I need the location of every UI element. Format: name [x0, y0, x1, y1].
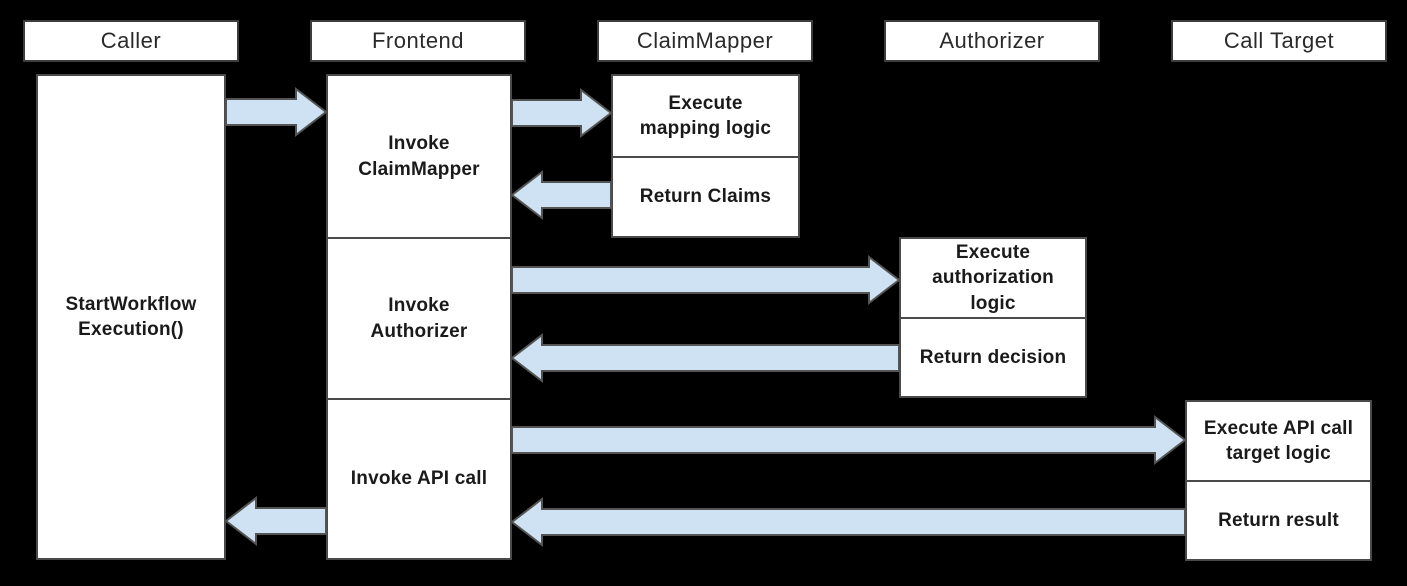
step-label-line: Execute: [668, 92, 743, 114]
step-label-line: authorization: [932, 267, 1054, 289]
activation-calltarget: Execute API call target logic Return res…: [1185, 400, 1372, 561]
step-startworkflowexecution: StartWorkflow Execution(): [38, 76, 224, 558]
step-label-line: Authorizer: [370, 320, 468, 342]
step-return-claims: Return Claims: [613, 156, 798, 236]
activation-authorizer: Execute authorization logic Return decis…: [899, 237, 1087, 398]
step-label-line: Return decision: [919, 346, 1067, 368]
step-label-line: Invoke: [388, 133, 450, 155]
step-label-line: Execute: [955, 242, 1031, 264]
activation-caller: StartWorkflow Execution(): [36, 74, 226, 560]
arrow-authorizer-to-frontend: [510, 332, 900, 384]
step-label-line: mapping logic: [639, 118, 772, 139]
lifeline-header-calltarget: Call Target: [1171, 20, 1387, 62]
step-label-line: Execute API call: [1203, 417, 1354, 439]
lifeline-header-authorizer: Authorizer: [884, 20, 1100, 62]
step-label-line: logic: [970, 292, 1016, 314]
step-execute-api-call-target-logic: Execute API call target logic: [1187, 402, 1370, 480]
lifeline-header-label: Authorizer: [939, 28, 1045, 53]
step-label-line: StartWorkflow: [65, 293, 197, 315]
step-invoke-claimmapper: Invoke ClaimMapper: [328, 76, 510, 237]
step-label-line: ClaimMapper: [358, 158, 480, 180]
step-invoke-authorizer: Invoke Authorizer: [328, 237, 510, 398]
arrow-caller-to-frontend: [225, 86, 328, 138]
step-label-line: Return Claims: [639, 186, 772, 208]
lifeline-header-frontend: Frontend: [310, 20, 526, 62]
arrow-frontend-to-caller: [224, 495, 327, 547]
step-label-line: Execution(): [78, 319, 184, 340]
lifeline-header-label: ClaimMapper: [636, 28, 774, 53]
lifeline-header-claimmapper: ClaimMapper: [597, 20, 813, 62]
step-label-line: Invoke: [388, 295, 450, 317]
lifeline-header-label: Frontend: [371, 28, 465, 53]
lifeline-header-label: Caller: [100, 28, 162, 53]
step-label-line: Return result: [1218, 509, 1339, 531]
arrow-frontend-to-calltarget: [511, 414, 1187, 466]
arrow-calltarget-to-frontend: [510, 496, 1186, 548]
step-execute-mapping-logic: Execute mapping logic: [613, 76, 798, 156]
step-return-result: Return result: [1187, 480, 1370, 559]
step-return-decision: Return decision: [901, 317, 1085, 396]
step-invoke-api-call: Invoke API call: [328, 398, 510, 558]
step-label-line: target logic: [1226, 443, 1331, 464]
step-execute-authorization-logic: Execute authorization logic: [901, 239, 1085, 317]
arrow-claimmapper-to-frontend: [510, 169, 612, 221]
step-label-line: Invoke API call: [350, 468, 488, 490]
arrow-frontend-to-authorizer: [511, 254, 901, 306]
lifeline-header-caller: Caller: [23, 20, 239, 62]
lifeline-header-label: Call Target: [1223, 28, 1335, 53]
activation-frontend: Invoke ClaimMapper Invoke Authorizer Inv…: [326, 74, 512, 560]
arrow-frontend-to-claimmapper: [511, 87, 613, 139]
activation-claimmapper: Execute mapping logic Return Claims: [611, 74, 800, 238]
